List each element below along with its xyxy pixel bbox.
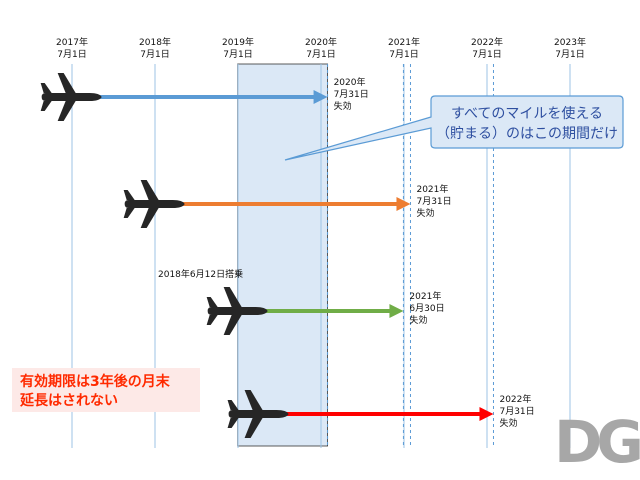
note-line-1: 有効期限は3年後の月末 (20, 373, 171, 390)
usable-period-highlight (237, 63, 328, 447)
callout: すべてのマイルを使える （貯まる）のはこの期間だけ (284, 95, 624, 161)
logo-text: DG (554, 408, 640, 476)
arrowhead (313, 90, 328, 104)
arrowhead (396, 197, 411, 211)
expiry-label: 6月30日 (409, 303, 444, 314)
year-date-label: 7月1日 (555, 49, 584, 60)
airplane-icon (123, 180, 185, 228)
dg-logo: DG (554, 408, 640, 476)
year-date-label: 7月1日 (389, 49, 418, 60)
year-date-label: 7月1日 (223, 49, 252, 60)
expiry-label: 2021年 (409, 290, 441, 302)
airplane-icon (40, 73, 102, 121)
expiry-label: 7月31日 (334, 89, 369, 100)
arrowhead (479, 407, 494, 421)
year-label: 2021年 (388, 36, 420, 48)
year-label: 2022年 (471, 36, 503, 48)
year-label: 2019年 (222, 36, 254, 48)
expiry-label: 2021年 (416, 183, 448, 195)
expiry-label: 失効 (499, 417, 517, 429)
expiry-label: 失効 (334, 100, 352, 112)
note-line-2: 延長はされない (19, 392, 118, 409)
callout-bubble (284, 95, 624, 161)
note-box (12, 368, 200, 412)
boarding-date-label: 2018年6月12日搭乗 (158, 268, 243, 280)
year-date-label: 7月1日 (140, 49, 169, 60)
year-date-label: 7月1日 (306, 49, 335, 60)
arrowhead (389, 304, 404, 318)
year-label: 2018年 (139, 36, 171, 48)
expiry-label: 失効 (416, 207, 434, 219)
expiry-label: 7月31日 (499, 406, 534, 417)
callout-line-1: すべてのマイルを使える (451, 105, 603, 122)
year-label: 2023年 (554, 36, 586, 48)
callout-line-2: （貯まる）のはこの期間だけ (436, 126, 618, 142)
expiry-label: 2022年 (499, 393, 531, 405)
expiry-rule-note: 有効期限は3年後の月末 延長はされない (12, 368, 200, 412)
expiry-label: 2020年 (334, 76, 366, 88)
year-label: 2017年 (56, 36, 88, 48)
expiry-label: 失効 (409, 314, 427, 326)
year-date-label: 7月1日 (57, 49, 86, 60)
year-label: 2020年 (305, 36, 337, 48)
expiry-label: 7月31日 (416, 196, 451, 207)
year-date-label: 7月1日 (472, 49, 501, 60)
